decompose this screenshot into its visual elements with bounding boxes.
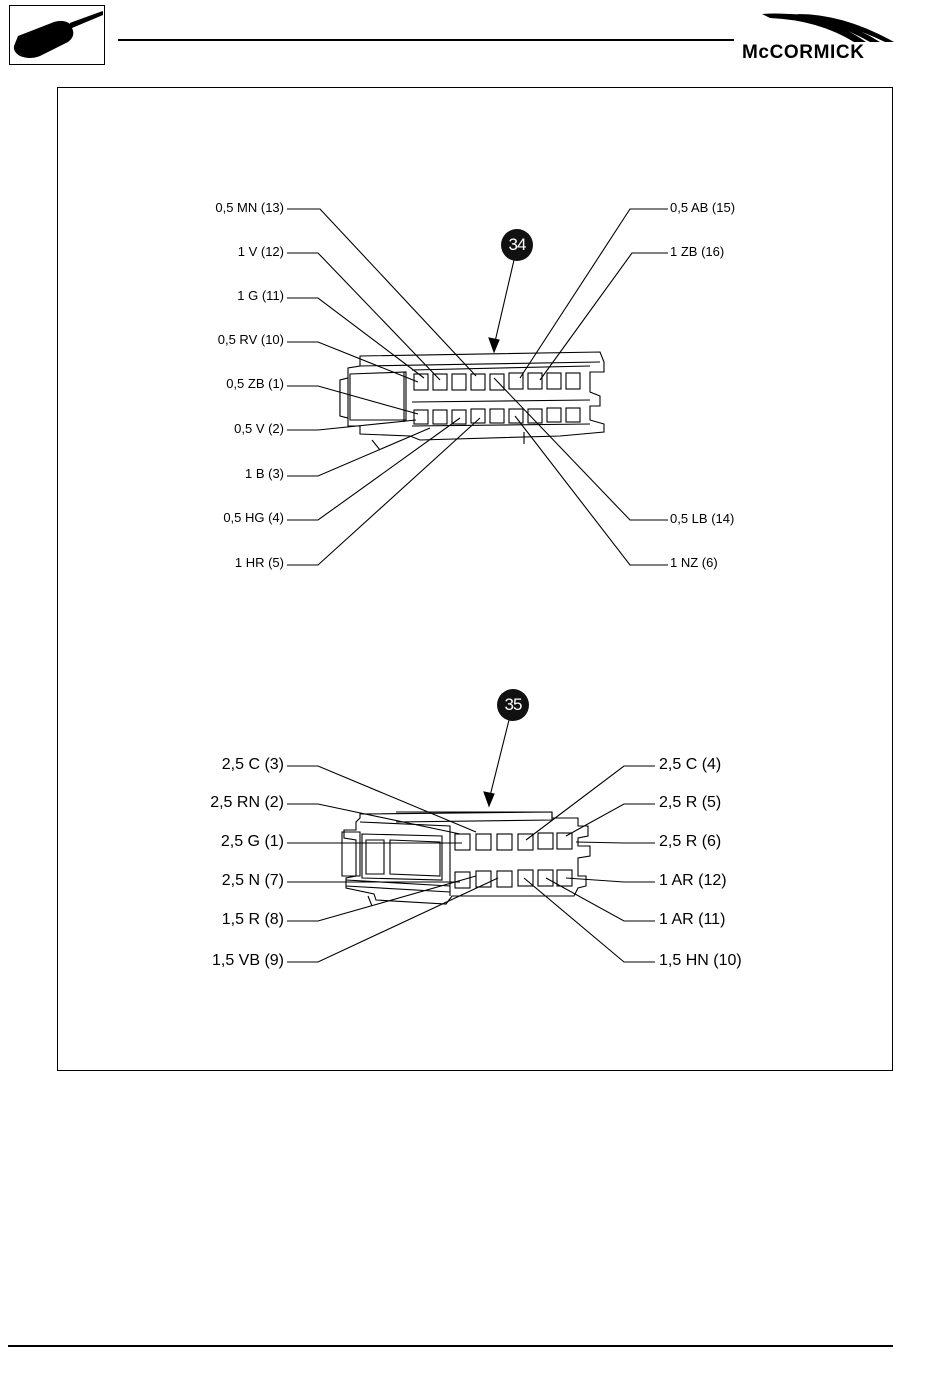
- wire-label-vb9: 1,5 VB (9): [212, 953, 284, 969]
- wire-label-v12: 1 V (12): [238, 245, 284, 258]
- wire-label-rv10: 0,5 RV (10): [218, 333, 284, 346]
- wire-label-ab15: 0,5 AB (15): [670, 201, 735, 214]
- wire-label-ar12: 1 AR (12): [659, 873, 727, 889]
- wire-label-rn2: 2,5 RN (2): [210, 795, 284, 811]
- wire-label-nz6: 1 NZ (6): [670, 556, 718, 569]
- wire-label-g1: 2,5 G (1): [221, 834, 284, 850]
- wire-label-hn10: 1,5 HN (10): [659, 953, 742, 969]
- wire-label-v2: 0,5 V (2): [234, 422, 284, 435]
- wire-label-c4: 2,5 C (4): [659, 757, 721, 773]
- wire-label-b3: 1 B (3): [245, 467, 284, 480]
- connector-35-badge: 35: [497, 689, 529, 721]
- wire-label-c3: 2,5 C (3): [222, 757, 284, 773]
- wire-label-r5: 2,5 R (5): [659, 795, 721, 811]
- footer-rule: [8, 1345, 893, 1347]
- wire-label-lb14: 0,5 LB (14): [670, 512, 734, 525]
- wire-label-r8: 1,5 R (8): [222, 912, 284, 928]
- wire-label-g11: 1 G (11): [237, 289, 284, 302]
- wire-label-zb1: 0,5 ZB (1): [226, 377, 284, 390]
- wire-label-mn13: 0,5 MN (13): [215, 201, 284, 214]
- connector-35-body: [342, 812, 590, 906]
- wire-label-hg4: 0,5 HG (4): [223, 511, 284, 524]
- wire-label-n7: 2,5 N (7): [222, 873, 284, 889]
- wire-label-r6: 2,5 R (6): [659, 834, 721, 850]
- wire-label-ar11: 1 AR (11): [659, 912, 725, 928]
- wire-label-hr5: 1 HR (5): [235, 556, 284, 569]
- connector-34-badge: 34: [501, 229, 533, 261]
- wire-label-zb16: 1 ZB (16): [670, 245, 724, 258]
